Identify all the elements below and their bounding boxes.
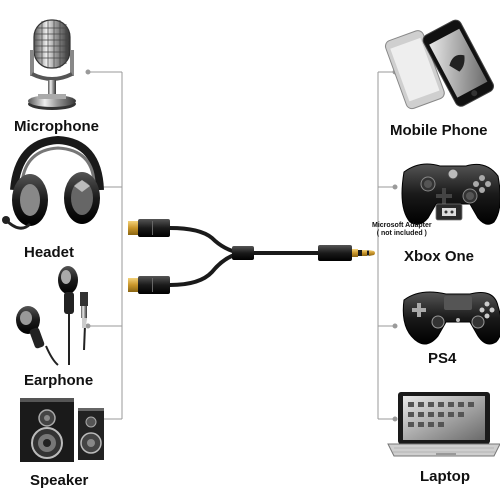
label-laptop: Laptop <box>420 468 470 485</box>
label-mobile-phone: Mobile Phone <box>390 122 488 139</box>
label-xbox-one: Xbox One <box>404 248 475 265</box>
left-connector-lines <box>85 69 123 422</box>
xbox-controller-icon <box>401 163 500 225</box>
mobile-phone-icon <box>384 19 495 110</box>
ps4-controller-icon <box>402 291 500 345</box>
label-microphone: Microphone <box>14 118 99 135</box>
label-ps4: PS4 <box>428 350 457 367</box>
label-earphone: Earphone <box>24 372 94 389</box>
earphone-icon <box>16 266 88 366</box>
laptop-icon <box>387 392 500 457</box>
xbox-adapter-note: Microsoft Adapter ( not included ) <box>372 222 432 238</box>
xbox-adapter-note-line2: ( not included ) <box>376 230 427 237</box>
headset-icon <box>2 135 104 230</box>
label-headset: Headet <box>24 244 75 261</box>
xbox-adapter-note-line1: Microsoft Adapter <box>372 222 432 229</box>
label-speaker: Speaker <box>30 472 89 489</box>
splitter-cable-icon <box>128 219 375 294</box>
microphone-icon <box>28 19 76 110</box>
speaker-icon <box>20 398 104 462</box>
